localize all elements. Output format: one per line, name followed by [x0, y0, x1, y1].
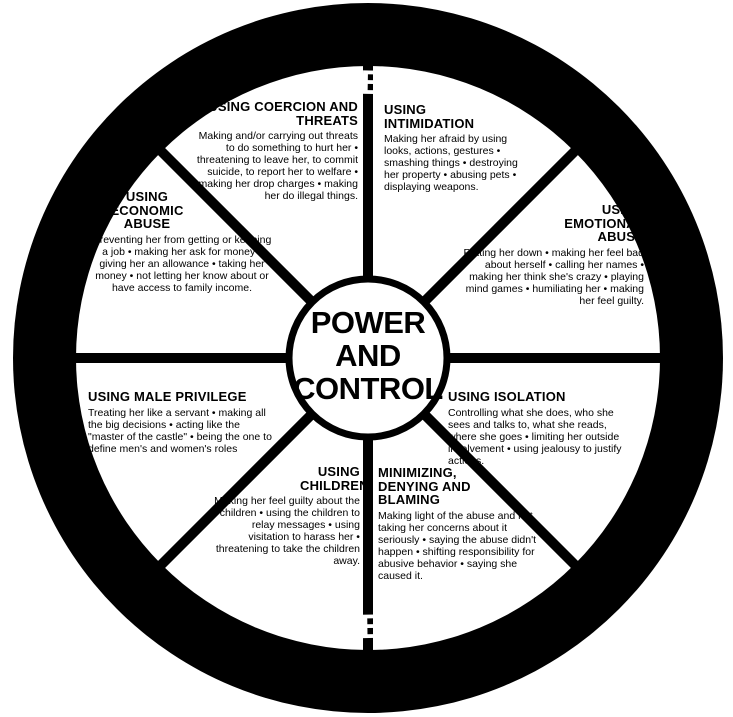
segment-isolation-title: USING ISOLATION [448, 389, 566, 404]
segment-children-title: USING CHILDREN [300, 464, 369, 493]
segment-emotional: USING EMOTIONAL ABUSE Putting her down •… [452, 203, 644, 307]
segment-privilege: USING MALE PRIVILEGE Treating her like a… [88, 390, 278, 455]
hub-circle [285, 275, 451, 441]
segment-economic-title: USING ECONOMIC ABUSE [110, 189, 184, 231]
segment-intimidation-title: USING INTIMIDATION [384, 102, 475, 131]
segment-minimizing-title: MINIMIZING, DENYING AND BLAMING [378, 465, 471, 507]
segment-coercion: USING COERCION AND THREATS Making and/or… [190, 100, 358, 202]
segment-children-body: Making her feel guilty about the childre… [214, 495, 360, 567]
hub-line-2: AND [335, 338, 401, 373]
segment-coercion-body: Making and/or carrying out threats to do… [196, 130, 358, 202]
segment-economic: USING ECONOMIC ABUSE Preventing her from… [92, 190, 272, 294]
segment-isolation-body: Controlling what she does, who she sees … [448, 406, 622, 467]
hub-line-1: POWER [311, 305, 426, 340]
segment-intimidation-body: Making her afraid by using looks, action… [384, 133, 518, 193]
segment-children: USING CHILDREN Making her feel guilty ab… [210, 464, 369, 567]
segment-minimizing: MINIMIZING, DENYING AND BLAMING Making l… [378, 466, 543, 582]
segment-emotional-title: USING EMOTIONAL ABUSE [564, 202, 644, 244]
segment-economic-body: Preventing her from getting or keeping a… [92, 233, 272, 294]
hub-line-3: CONTROL [293, 371, 443, 406]
segment-emotional-body: Putting her down • making her feel bad a… [463, 246, 644, 307]
segment-isolation: USING ISOLATION Controlling what she doe… [448, 390, 630, 467]
segment-minimizing-body: Making light of the abuse and not taking… [378, 509, 537, 582]
segment-privilege-body: Treating her like a servant • making all… [88, 406, 272, 455]
segment-privilege-title: USING MALE PRIVILEGE [88, 389, 247, 404]
segment-intimidation: USING INTIMIDATION Making her afraid by … [384, 103, 519, 193]
segment-coercion-title: USING COERCION AND THREATS [208, 99, 358, 128]
